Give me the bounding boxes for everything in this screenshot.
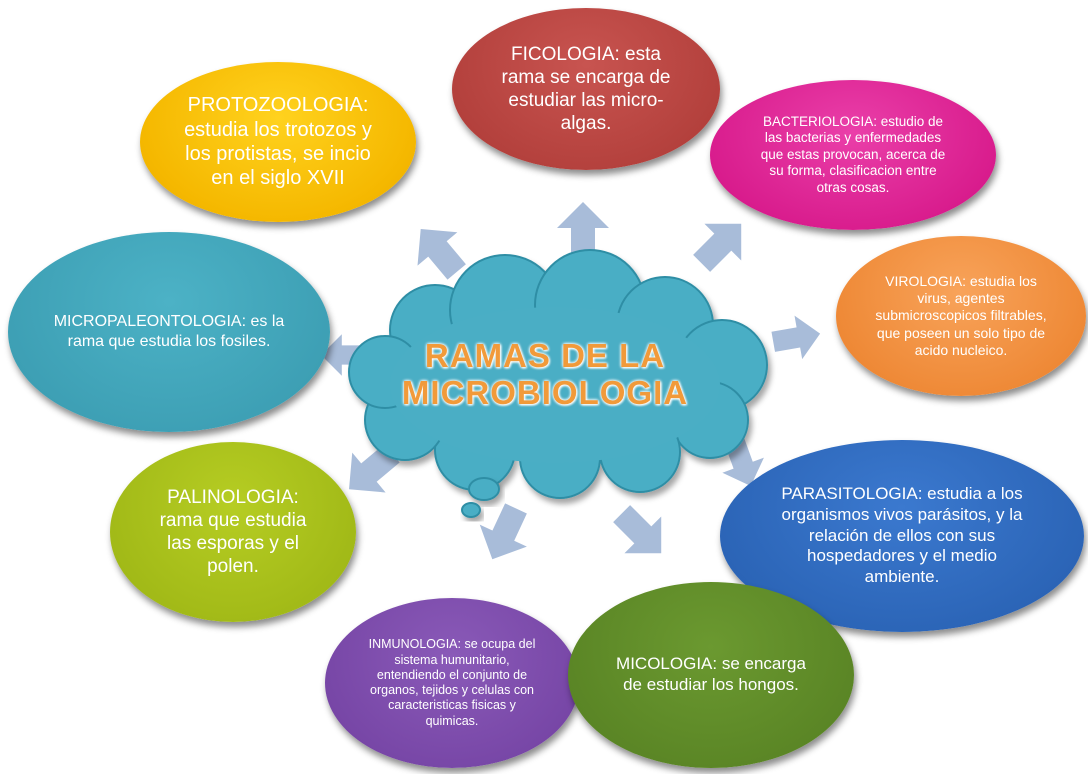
bubble-ficologia: FICOLOGIA: esta rama se encarga de estud… [452,8,720,170]
palinologia-text: PALINOLOGIA: rama que estudia las espora… [159,486,307,578]
arrow-to-ficologia [557,202,609,258]
bubble-protozoologia: PROTOZOOLOGIA: estudia los trotozos y lo… [140,62,416,222]
bubble-bacteriologia: BACTERIOLOGIA: estudio de las bacterias … [710,80,996,230]
arrow-to-protozoologia [417,229,466,280]
micologia-text: MICOLOGIA: se encarga de estudiar los ho… [616,654,806,694]
protozoologia-text: PROTOZOOLOGIA: estudia los trotozos y lo… [184,94,372,190]
parasitologia-text: PARASITOLOGIA: estudia a los organismos … [781,484,1023,587]
central-title: RAMAS DE LA MICROBIOLOGIA [380,337,710,412]
arrow-to-bacteriologia [693,223,742,272]
bubble-palinologia: PALINOLOGIA: rama que estudia las espora… [110,442,356,622]
arrow-to-micropaleontologia [321,334,366,376]
bubble-inmunologia: INMUNOLOGIA: se ocupa del sistema humuni… [325,598,579,768]
bubble-virologia: VIROLOGIA: estudia los virus, agentes su… [836,236,1086,396]
inmunologia-text: INMUNOLOGIA: se ocupa del sistema humuni… [368,637,536,728]
arrow-to-inmunologia [479,503,527,560]
virologia-text: VIROLOGIA: estudia los virus, agentes su… [875,273,1047,358]
bacteriologia-text: BACTERIOLOGIA: estudio de las bacterias … [760,113,946,195]
arrow-to-virologia [771,315,821,360]
ficologia-text: FICOLOGIA: esta rama se encarga de estud… [501,43,671,135]
bubble-micologia: MICOLOGIA: se encarga de estudiar los ho… [568,582,854,768]
arrow-to-micologia [613,505,662,554]
title-line-1: RAMAS DE LA [424,337,666,374]
bubble-micropaleontologia: MICROPALEONTOLOGIA: es la rama que estud… [8,232,330,432]
title-line-2: MICROBIOLOGIA [401,373,689,411]
micropaleontologia-text: MICROPALEONTOLOGIA: es la rama que estud… [53,313,285,350]
